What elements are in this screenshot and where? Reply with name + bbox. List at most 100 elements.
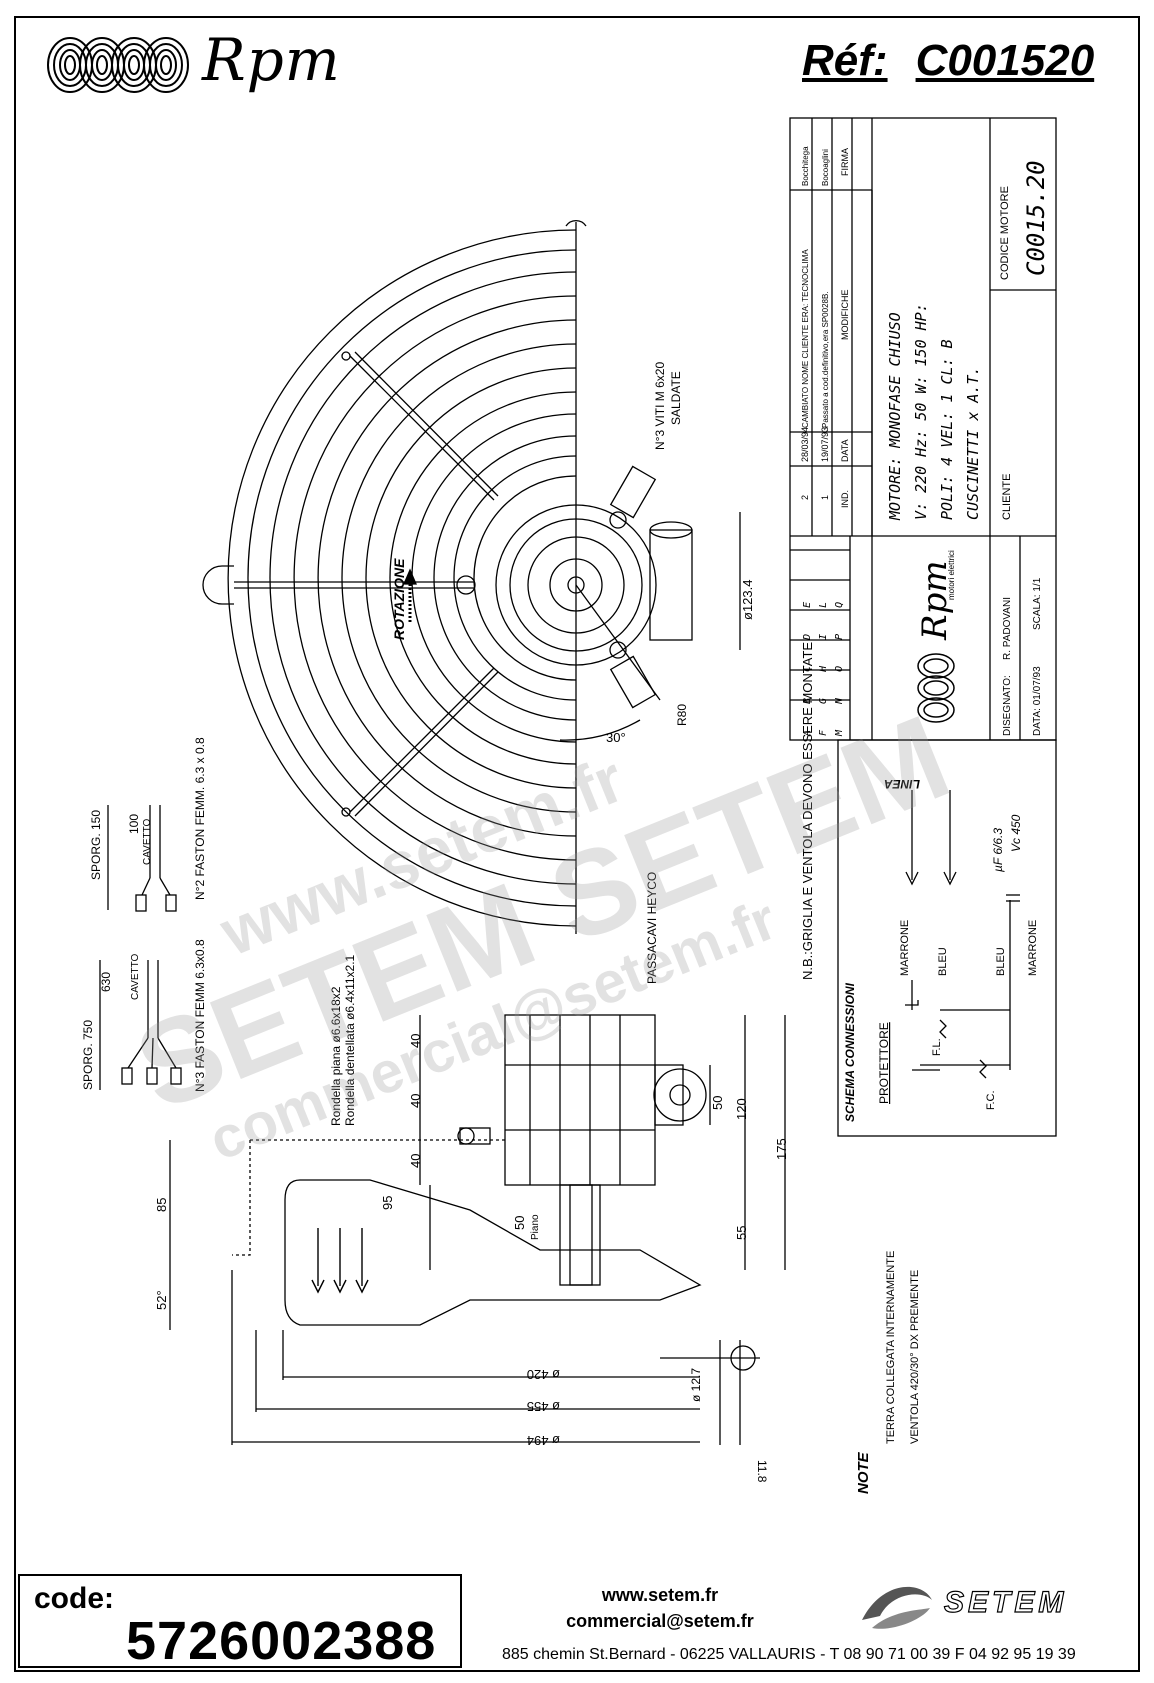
wire-blue-1-label: BLEU: [937, 947, 949, 976]
motor-code-label: CODICE MOTORE: [999, 186, 1011, 280]
dim-55: 55: [734, 1226, 749, 1240]
protector-label: PROTETTORE: [877, 1022, 891, 1104]
email-link[interactable]: commercial@setem.fr: [566, 1611, 754, 1631]
dim-52: 52°: [154, 1290, 169, 1310]
assembly-note: N.B.:GRIGLIA E VENTOLA DEVONO ESSERE MON…: [800, 642, 815, 980]
dim-11-8: 11.8: [755, 1460, 769, 1483]
rev-header-sign: FIRMA: [840, 148, 850, 176]
motor-line-2: V: 220 Hz: 50 W: 150 HP:: [912, 303, 930, 520]
rev-2-ind: 2: [800, 495, 810, 500]
dim-494: ø 494: [527, 1433, 560, 1448]
cable-label-2: CAVETTO: [130, 953, 141, 1000]
capacitor-vc-label: Vc 450: [1009, 814, 1023, 852]
title-block-grid: [789, 117, 1057, 741]
washer-toothed-label: Rondella dentellata ø6.4x11x2.1: [343, 954, 357, 1126]
letters-row-3: M N O P Q: [834, 592, 845, 737]
rev-1-ind: 1: [820, 495, 830, 500]
cable-gland-label: PASSACAVI HEYCO: [645, 872, 659, 984]
ref-value: C001520: [915, 36, 1095, 85]
address-line: 885 chemin St.Bernard - 06225 VALLAURIS …: [502, 1646, 1076, 1663]
dim-40-a: 40: [408, 1034, 423, 1048]
fan-grille: [202, 220, 587, 934]
title-block-logo-sub: motori elettrici: [947, 550, 956, 600]
faston-3-label: N°3 FASTON FEMM 6.3x0.8: [193, 939, 207, 1092]
cable-630-label: 630: [99, 972, 113, 992]
dim-455: ø 455: [527, 1399, 560, 1414]
setem-logo: SETEM: [862, 1585, 1067, 1629]
date-label: DATA: 01/07/93: [1032, 666, 1043, 736]
screws-label: N°3 VITI M 6x20: [653, 362, 667, 450]
scale-label: SCALA: 1/1: [1032, 577, 1043, 630]
drawn-by-label: DISEGNATO:: [1002, 675, 1013, 736]
cable-sketch-2: [99, 960, 182, 1090]
mounting-bracket: [232, 1139, 702, 1326]
note-earth: TERRA COLLEGATA INTERNAMENTE: [885, 1251, 897, 1444]
dim-40-b: 40: [408, 1094, 423, 1108]
dim-12-7: ø 12.7: [689, 1368, 703, 1402]
rev-2-text: CAMBIATO NOME CLIENTE ERA: TECNOCLIMA: [801, 249, 810, 428]
code-value: 5726002388: [126, 1611, 437, 1671]
brand-name: Rpm: [202, 26, 341, 94]
notes-title: NOTE: [855, 1451, 872, 1494]
airflow-arrows-icon: [311, 1228, 369, 1294]
setem-logo-text: SETEM: [944, 1586, 1067, 1619]
wire-brown-1-label: MARRONE: [899, 920, 911, 976]
rev-2-sign: Bocchitega: [801, 146, 810, 186]
dim-40-c: 40: [408, 1154, 423, 1168]
client-label: CLIENTE: [1001, 474, 1013, 520]
cable-100-label: 100: [127, 814, 141, 834]
fl-label: F.L.: [931, 1038, 943, 1056]
drawing-frame: [14, 16, 1140, 1672]
faston-2-label: N°2 FASTON FEMM. 6.3 x 0.8: [193, 737, 207, 900]
dim-420: ø 420: [527, 1367, 560, 1382]
title-block-coil-icon: [917, 653, 955, 723]
rev-2-date: 28/03/94: [800, 427, 810, 462]
angle-30-label: 30°: [606, 730, 626, 745]
drawn-by-value: R. PADOVANI: [1002, 597, 1013, 660]
projection-150-label: SPORG. 150: [89, 810, 103, 880]
radius-80-label: R80: [675, 704, 689, 726]
reference-number: Réf: C001520: [802, 36, 1094, 86]
ref-label: Réf:: [802, 36, 888, 85]
motor-code-value: C0015.20: [1022, 160, 1050, 276]
dim-50: 50: [710, 1096, 725, 1110]
note-fan: VENTOLA 420/30° DX PREMENTE: [909, 1270, 921, 1444]
motor-front: [403, 465, 693, 709]
dim-85: 85: [154, 1198, 169, 1212]
contact-block: www.setem.fr commercial@setem.fr: [470, 1582, 850, 1634]
capacitor-uf-label: µF 6/6.3: [991, 828, 1005, 872]
rev-header-changes: MODIFICHE: [840, 290, 850, 341]
line-label: LINEA: [884, 777, 920, 791]
dim-120: 120: [734, 1098, 749, 1120]
diameter-123-label: ø123.4: [740, 580, 755, 620]
dim-95: 95: [380, 1196, 395, 1210]
plane-label: Piano: [530, 1214, 541, 1240]
cable-sketch-1: [107, 805, 177, 912]
coil-logo-icon: [47, 37, 189, 93]
letters-row-2: F G H I L: [818, 592, 829, 736]
wiring-schema-title: SCHEMA CONNESSIONI: [843, 982, 857, 1122]
rev-header-date: DATA: [840, 439, 850, 462]
washer-flat-label: Rondella piana ø6.6x18x2: [329, 986, 343, 1126]
fc-label: F.C.: [985, 1090, 997, 1110]
website-link[interactable]: www.setem.fr: [601, 1585, 719, 1605]
cable-label-1: CAVETTO: [142, 818, 153, 865]
wiring-schema-box: [837, 739, 1057, 1137]
wire-blue-2-label: BLEU: [995, 947, 1007, 976]
dim-50-b: 50: [512, 1216, 527, 1230]
rev-1-text: Passato a cod.definitivo,era SP0028B.: [821, 291, 830, 428]
setem-swoosh-icon: [862, 1586, 932, 1620]
motor-line-4: CUSCINETTI x A.T.: [964, 366, 982, 520]
wire-brown-2-label: MARRONE: [1027, 920, 1039, 976]
rev-1-sign: Bocoaglini: [821, 149, 830, 186]
projection-750-label: SPORG. 750: [81, 1020, 95, 1090]
welded-label: SALDATE: [669, 371, 683, 425]
product-code-box: code: 5726002388: [18, 1574, 462, 1671]
letters-row-1: A B C D E: [802, 592, 813, 737]
title-block-logo-name: Rpm: [915, 560, 955, 641]
motor-line-3: POLI: 4 VEL: 1 CL: B: [938, 339, 956, 520]
dim-175: 175: [774, 1138, 789, 1160]
motor-line-1: MOTORE: MONOFASE CHIUSO: [886, 312, 904, 521]
rev-1-date: 19/07/93: [820, 427, 830, 462]
